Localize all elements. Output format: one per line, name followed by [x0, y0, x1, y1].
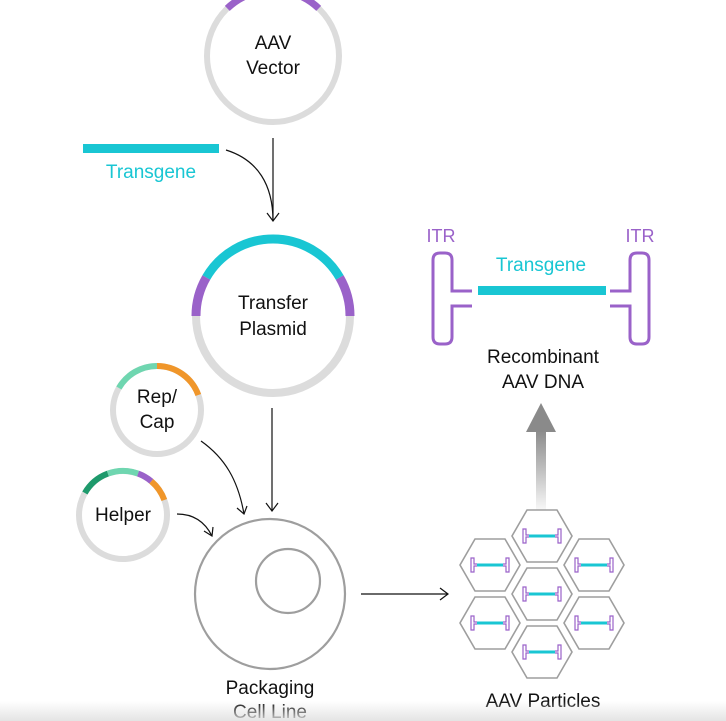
transgene-label: Transgene — [106, 162, 196, 183]
transfer-plasmid-transgene-arc — [202, 234, 344, 280]
particle-itr-right — [503, 557, 510, 573]
arrowhead-repcap — [236, 505, 248, 516]
helper-plasmid: Helper — [76, 467, 170, 562]
particle-transgene — [529, 650, 555, 654]
particle-itr-left — [522, 644, 529, 660]
arrowhead-plasmid — [266, 212, 280, 222]
rep-cap-orange-arc — [156, 363, 202, 397]
packaging-label-line1: Packaging — [226, 678, 315, 699]
helper-to-cell-arrow — [176, 513, 213, 537]
particle-transgene — [529, 592, 555, 596]
particle-itr-left — [522, 586, 529, 602]
particle-itr-right — [555, 586, 562, 602]
helper-orange-arc — [149, 479, 168, 502]
rep-cap-label-line2: Cap — [140, 412, 175, 433]
particle-transgene — [581, 563, 607, 567]
aav-particle — [563, 596, 625, 650]
particle-itr-left — [574, 557, 581, 573]
big-arrow-head — [526, 403, 556, 432]
cell-nucleus — [254, 547, 322, 615]
recombinant-label-line1: Recombinant — [487, 347, 600, 368]
particle-itr-right — [607, 615, 614, 631]
transfer-plasmid-itr-right-arc — [335, 275, 355, 317]
particle-transgene — [477, 621, 503, 625]
cell-membrane — [193, 517, 347, 671]
packaging-cell: Packaging Cell Line — [193, 517, 347, 721]
rep-cap-to-cell-arrow — [200, 440, 245, 515]
aav-vector-plasmid: AAV Vector — [204, 0, 342, 125]
transfer-plasmid: Transfer Plasmid — [191, 234, 355, 397]
transgene-fragment: Transgene — [83, 144, 219, 183]
helper-purple-arc — [136, 470, 154, 484]
packaging-label-line2: Cell Line — [233, 702, 307, 721]
particle-transgene — [477, 563, 503, 567]
aav-vector-itr-arc — [224, 0, 322, 11]
aav-particles-label: AAV Particles — [486, 691, 601, 712]
helper-dark-green-arc — [82, 470, 110, 495]
particle-transgene — [581, 621, 607, 625]
rep-cap-label-line1: Rep/ — [137, 387, 178, 408]
particle-transgene — [529, 534, 555, 538]
aav-vector-ring — [204, 0, 342, 125]
particle-itr-left — [522, 528, 529, 544]
transfer-plasmid-label-line2: Plasmid — [239, 319, 307, 340]
arrowhead-cell-top — [265, 502, 279, 512]
aav-particle — [563, 538, 625, 592]
recombinant-transgene-label: Transgene — [496, 255, 586, 276]
recombinant-transgene-bar — [478, 286, 606, 295]
rep-cap-mint-arc — [116, 363, 158, 390]
transfer-plasmid-itr-left-arc — [191, 275, 211, 317]
aav-particle — [511, 625, 573, 679]
itr-right-shape — [610, 251, 651, 346]
arrowhead-helper — [203, 526, 214, 538]
recombinant-aav-dna: ITR ITR Transgene Recombinant AAV DNA — [427, 226, 655, 393]
aav-particle — [511, 567, 573, 621]
particle-itr-left — [574, 615, 581, 631]
rep-cap-plasmid: Rep/ Cap — [110, 363, 204, 457]
aav-particle — [459, 538, 521, 592]
aav-particle — [511, 509, 573, 563]
itr-right-label: ITR — [626, 226, 655, 246]
helper-label: Helper — [95, 505, 152, 526]
aav-vector-label-line1: AAV — [255, 33, 292, 54]
particle-itr-right — [555, 528, 562, 544]
particles-to-dna-arrow — [526, 403, 556, 515]
transgene-bar — [83, 144, 219, 153]
particle-itr-right — [503, 615, 510, 631]
recombinant-label-line2: AAV DNA — [502, 372, 584, 393]
itr-left-shape — [431, 251, 472, 346]
aav-particle-cluster — [459, 509, 625, 679]
aav-vector-label-line2: Vector — [246, 58, 301, 79]
particle-itr-right — [607, 557, 614, 573]
big-arrow-shaft — [536, 430, 546, 515]
transfer-plasmid-label-line1: Transfer — [238, 293, 309, 314]
aav-particle — [459, 596, 521, 650]
transgene-to-plasmid-arrow — [225, 149, 274, 222]
itr-left-label: ITR — [427, 226, 456, 246]
arrowhead-particles — [439, 587, 449, 601]
helper-mint-arc — [106, 467, 140, 477]
particle-itr-left — [470, 557, 477, 573]
particle-itr-right — [555, 644, 562, 660]
particle-itr-left — [470, 615, 477, 631]
